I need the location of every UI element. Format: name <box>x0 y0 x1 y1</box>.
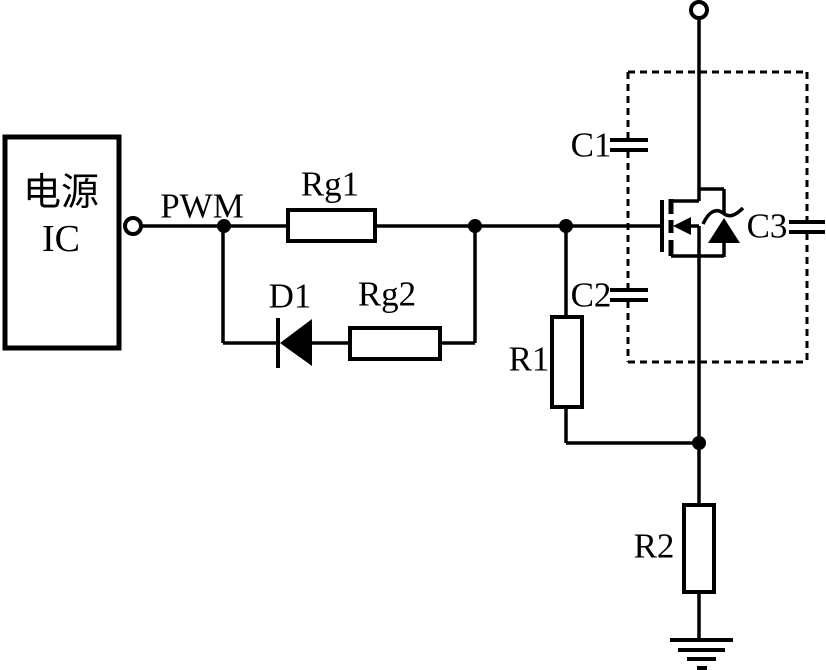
resistor-rg2-label: Rg2 <box>358 275 416 314</box>
resistor-r1-label: R1 <box>509 340 550 379</box>
resistor-rg2-body <box>348 326 442 361</box>
junctions <box>217 219 706 450</box>
resistor-rg2: Rg2 <box>348 275 442 361</box>
pwm-net-label: PWM <box>160 187 244 226</box>
resistor-r2-label: R2 <box>634 527 675 566</box>
pwm-output-terminal-icon <box>123 216 143 236</box>
power-ic-block: 电源 IC <box>2 134 143 351</box>
capacitor-c3: C3 <box>747 207 825 246</box>
mosfet-package-dashed-box <box>626 70 809 364</box>
power-ic-box <box>2 134 122 351</box>
capacitor-c1: C1 <box>571 126 648 165</box>
capacitor-c2: C2 <box>571 276 648 315</box>
resistor-r1-body <box>550 315 584 409</box>
capacitor-c1-label: C1 <box>571 126 612 165</box>
mosfet-body-arrow-icon <box>673 217 691 235</box>
body-diode-triangle <box>708 218 740 243</box>
power-ic-label-line2: IC <box>42 218 80 260</box>
mosfet-symbol <box>660 187 745 258</box>
junction-dot-rg-merge <box>468 219 482 233</box>
resistor-r2: R2 <box>634 503 716 594</box>
diode-d1: D1 <box>269 277 312 368</box>
resistor-r1: R1 <box>509 315 584 409</box>
drain-terminal-icon <box>689 0 709 20</box>
junction-dot-source <box>692 436 706 450</box>
body-diode-cathode-curve <box>701 206 745 225</box>
resistor-rg1-label: Rg1 <box>301 165 359 204</box>
power-ic-label-line1: 电源 <box>23 172 99 214</box>
junction-dot-gate <box>559 219 573 233</box>
ground-symbol-icon <box>670 638 733 670</box>
resistor-rg1-body <box>286 208 377 243</box>
diode-d1-label: D1 <box>269 277 312 316</box>
resistor-r2-body <box>682 503 716 594</box>
capacitor-c3-label: C3 <box>747 207 788 246</box>
junction-dot-pwm <box>217 219 231 233</box>
capacitor-c2-label: C2 <box>571 276 612 315</box>
diode-d1-triangle <box>280 319 312 366</box>
resistor-rg1: Rg1 <box>286 165 377 243</box>
